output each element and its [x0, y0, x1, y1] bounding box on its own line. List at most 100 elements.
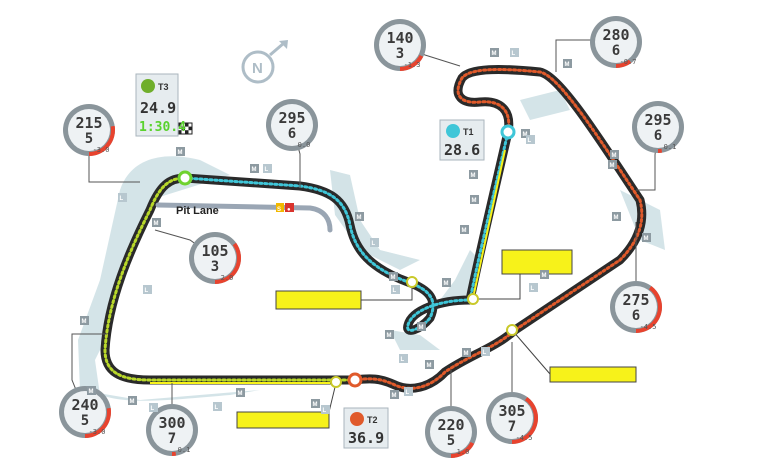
gauge-level-arc: [615, 59, 632, 68]
speed-gauges: 2155-3.029560.010532.01403-1.32806-0.729…: [59, 16, 684, 458]
svg-text:M: M: [644, 236, 649, 242]
marker-m: M: [128, 396, 137, 405]
gauge-speed: 295: [644, 111, 671, 129]
gauge-speed: 275: [622, 291, 649, 309]
stopwatch-icon: [446, 124, 460, 138]
gauge-speed: 300: [158, 414, 185, 432]
drs-zones: [150, 149, 506, 384]
gauge-g-value: 0.1: [664, 143, 677, 151]
sector-name-t1: T1: [463, 127, 474, 137]
gauge-face: [379, 24, 421, 66]
svg-text:L: L: [215, 405, 219, 411]
gauge-gear: 6: [288, 126, 296, 142]
svg-text:M: M: [238, 391, 243, 397]
marker-m: M: [563, 59, 572, 68]
marker-m: M: [152, 218, 161, 227]
svg-text:M: M: [472, 198, 477, 204]
gauge-face: [637, 106, 679, 148]
svg-text:M: M: [492, 51, 497, 57]
finish-line-point: [177, 170, 193, 186]
gauge-g-value: -4.5: [516, 434, 533, 442]
svg-text:M: M: [89, 389, 94, 395]
gauge-speed: 220: [437, 416, 464, 434]
svg-text:M: M: [565, 62, 570, 68]
gauge-speed: 105: [201, 242, 228, 260]
svg-text:M: M: [444, 281, 449, 287]
gauge-g-value: 1.0: [457, 448, 470, 456]
svg-text:L: L: [120, 196, 124, 202]
marker-l: L: [321, 405, 330, 414]
marker-l: L: [263, 164, 272, 173]
marker-m: M: [236, 388, 245, 397]
marker-l: L: [404, 387, 413, 396]
sector-name-t2: T2: [367, 415, 378, 425]
marker-m: M: [642, 233, 651, 242]
pit-lane-label: Pit Lane: [176, 205, 219, 217]
svg-text:L: L: [393, 288, 397, 294]
svg-text:M: M: [130, 399, 135, 405]
gauge-gear: 7: [508, 419, 516, 435]
marker-l: L: [510, 48, 519, 57]
sector-time-t2: 36.9: [348, 429, 384, 447]
gauge-gear: 5: [447, 433, 455, 449]
gauge-face: [68, 109, 110, 151]
svg-text:M: M: [387, 333, 392, 339]
gauge-g-value: 0.0: [298, 141, 311, 149]
gauge-g-value: -0.7: [620, 58, 637, 66]
lap-time: 1:30.4: [139, 120, 186, 135]
marker-m: M: [176, 147, 185, 156]
gauge-g-value: -4.5: [640, 323, 657, 331]
gauge-gear: 5: [81, 413, 89, 429]
svg-text:M: M: [464, 351, 469, 357]
svg-text:M: M: [542, 273, 547, 279]
marker-l: L: [529, 283, 538, 292]
gauge-speed: 215: [75, 114, 102, 132]
marker-l: L: [481, 347, 490, 356]
svg-text:M: M: [612, 153, 617, 159]
svg-text:M: M: [471, 173, 476, 179]
gauge-level-arc: [88, 125, 115, 156]
marker-m: M: [521, 129, 530, 138]
sector-name-t3: T3: [158, 82, 169, 92]
marker-m: M: [612, 212, 621, 221]
yellow-box-4: [236, 411, 330, 429]
gauge-speed: 280: [602, 26, 629, 44]
gauge-face: [491, 397, 533, 439]
svg-text:L: L: [483, 350, 487, 356]
yellow-placeholders: [236, 249, 637, 429]
svg-text:M: M: [427, 363, 432, 369]
gauge-gear: 5: [85, 131, 93, 147]
svg-text:M: M: [419, 325, 424, 331]
gauge-face: [430, 411, 472, 453]
marker-m: M: [87, 386, 96, 395]
sector-1-point: [500, 124, 516, 140]
marker-l: L: [149, 403, 158, 412]
marker-m: M: [355, 212, 364, 221]
marker-m: M: [250, 164, 259, 173]
stopwatch-icon: [141, 79, 155, 93]
marker-l: L: [370, 238, 379, 247]
svg-text:M: M: [610, 163, 615, 169]
svg-text:M: M: [391, 275, 396, 281]
sector-time-t3: 24.9: [140, 99, 176, 117]
marker-m: M: [490, 48, 499, 57]
yellow-box-3: [549, 366, 637, 383]
gauge-g-value: -1.3: [404, 61, 421, 69]
marker-l: L: [143, 285, 152, 294]
compass-letter: N: [252, 60, 263, 77]
stopwatch-icon: [350, 412, 364, 426]
marker-m: M: [425, 360, 434, 369]
marker-m: M: [417, 322, 426, 331]
track: [100, 65, 647, 393]
sector-box-t1: T1 28.6: [439, 119, 485, 161]
marker-l: L: [118, 193, 127, 202]
